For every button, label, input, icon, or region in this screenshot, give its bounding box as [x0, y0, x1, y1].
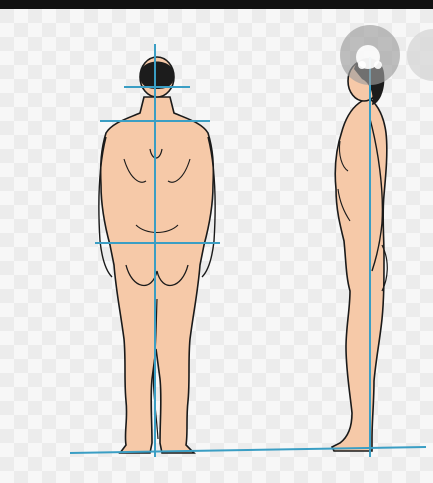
top-border	[0, 0, 433, 9]
posture-illustration	[0, 9, 433, 483]
posture-svg	[0, 9, 433, 483]
circular-badge-icon[interactable]	[340, 25, 400, 85]
back-hair	[140, 62, 174, 90]
